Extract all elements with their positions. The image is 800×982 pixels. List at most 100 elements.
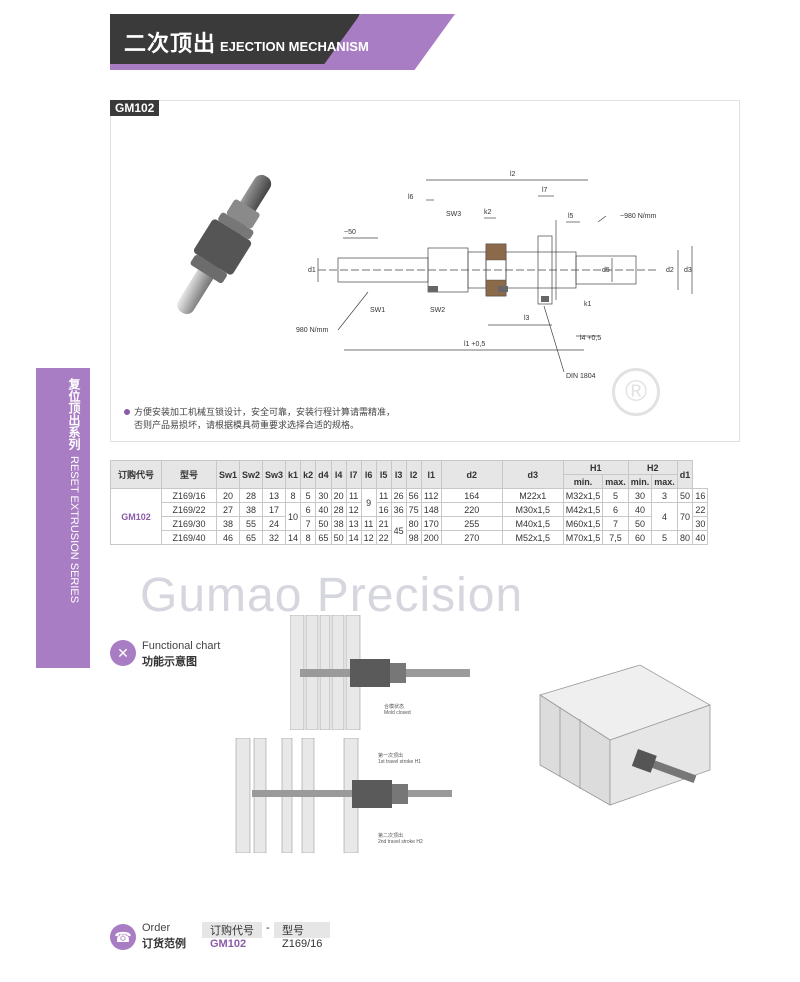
technical-drawing: l2 l6 l7 SW3 k2 l5 ~980 N/mm ~50 d1 d5 d… xyxy=(296,171,693,380)
table-cell: M40x1,5 xyxy=(501,516,564,531)
table-cell: 50 xyxy=(676,488,694,503)
th-l2: l2 xyxy=(405,460,422,489)
table-cell: 270 xyxy=(440,530,503,545)
table-cell: M60x1,5 xyxy=(562,516,604,531)
side-tab-en: RESET EXTRUSION SERIES xyxy=(68,456,80,604)
table-cell: 55 xyxy=(239,516,264,531)
table-cell: 20 xyxy=(215,488,241,503)
note-line1: 方便安装加工机械互锁设计，安全可靠，安装行程计算请需精准， xyxy=(134,407,396,417)
table-cell: 65 xyxy=(315,530,332,545)
table-cell: 200 xyxy=(420,530,442,545)
title-cn: 二次顶出 xyxy=(124,31,217,56)
th-l7: l7 xyxy=(345,460,362,489)
bullet-icon xyxy=(124,409,130,415)
th-h1-min: min. xyxy=(562,474,604,489)
table-cell: 27 xyxy=(215,502,241,517)
table-cell: 12 xyxy=(345,502,362,517)
table-cell: 45 xyxy=(390,516,407,545)
table-cell: 7 xyxy=(602,516,629,531)
table-cell: 4 xyxy=(651,502,678,531)
th-k1: k1 xyxy=(285,460,302,489)
th-h1-max: max. xyxy=(602,474,629,489)
th-l6: l6 xyxy=(360,460,377,489)
model-tag: GM102 xyxy=(110,100,160,116)
table-cell: 65 xyxy=(239,530,264,545)
banner-dark xyxy=(110,14,360,70)
table-cell: 75 xyxy=(405,502,422,517)
th-l4: l4 xyxy=(330,460,347,489)
svg-text:l4 +0,5: l4 +0,5 xyxy=(580,335,601,342)
cap-closed-en: Mold closed xyxy=(384,710,411,716)
cap-stroke1-en: 1st travel stroke H1 xyxy=(378,759,422,765)
registered-watermark: ® xyxy=(612,368,660,416)
order-model-block: 型号 Z169/16 xyxy=(274,922,331,950)
svg-text:l3: l3 xyxy=(524,315,530,322)
table-cell: 46 xyxy=(215,530,241,545)
table-cell: 12 xyxy=(360,530,377,545)
table-cell: 80 xyxy=(405,516,422,531)
order-dash: - xyxy=(266,922,270,934)
product-photo xyxy=(177,174,272,315)
th-d4: d4 xyxy=(315,460,332,489)
table-cell: 17 xyxy=(262,502,287,517)
svg-text:DIN 1804: DIN 1804 xyxy=(566,373,596,380)
svg-text:~50: ~50 xyxy=(344,229,356,236)
table-cell: 40 xyxy=(627,502,653,517)
table-cell: 148 xyxy=(420,502,442,517)
svg-text:d5: d5 xyxy=(602,267,610,274)
side-tab: 复位顶出系列RESET EXTRUSION SERIES xyxy=(36,368,90,668)
th-sw2: Sw2 xyxy=(239,460,264,489)
banner-underline xyxy=(110,64,345,70)
table-cell: 13 xyxy=(262,488,287,503)
svg-text:980 N/mm: 980 N/mm xyxy=(296,327,328,334)
table-cell: 24 xyxy=(262,516,287,531)
functional-title-cn: 功能示意图 xyxy=(142,656,197,668)
side-tab-text: 复位顶出系列RESET EXTRUSION SERIES xyxy=(66,378,83,603)
table-cell: M52x1,5 xyxy=(501,530,564,545)
th-l1: l1 xyxy=(420,460,442,489)
th-h2-max: max. xyxy=(651,474,678,489)
table-cell: 5 xyxy=(602,488,629,503)
table-cell: 14 xyxy=(285,530,302,545)
svg-text:d1: d1 xyxy=(308,267,316,274)
table-cell: 16 xyxy=(692,488,709,503)
title-en: EJECTION MECHANISM xyxy=(220,39,369,54)
table-cell: 40 xyxy=(315,502,332,517)
th-order: 订购代号 xyxy=(110,460,162,489)
svg-text:SW3: SW3 xyxy=(446,211,461,218)
table-cell: 164 xyxy=(440,488,503,503)
table-cell: 11 xyxy=(360,516,377,531)
table-cell: 22 xyxy=(692,502,709,517)
table-cell: 255 xyxy=(440,516,503,531)
table-cell: 6 xyxy=(300,502,317,517)
th-h2: H2 xyxy=(627,460,678,475)
table-cell: 50 xyxy=(627,516,653,531)
table-cell: 26 xyxy=(390,488,407,503)
note-line2: 否则产品易损坏，请根据模具荷重要求选择合适的规格。 xyxy=(134,420,360,430)
table-cell: 50 xyxy=(330,530,347,545)
phone-icon: ☎ xyxy=(110,924,136,950)
svg-text:d3: d3 xyxy=(684,267,692,274)
order-title-cn: 订货范例 xyxy=(142,938,186,950)
spec-table: 订购代号 型号 Sw1 Sw2 Sw3 k1 k2 d4 l4 l7 l6 l5… xyxy=(110,460,709,545)
table-cell: Z169/16 xyxy=(161,488,217,503)
functional-diagram-closed xyxy=(290,615,470,730)
table-cell: 8 xyxy=(285,488,302,503)
table-cell: 16 xyxy=(375,502,392,517)
cap-closed-cn: 合模状态 xyxy=(384,704,405,710)
th-k2: k2 xyxy=(300,460,317,489)
table-cell: 7 xyxy=(300,516,317,531)
table-cell: 60 xyxy=(627,530,653,545)
table-cell: 7,5 xyxy=(602,530,629,545)
mold-illustration xyxy=(539,664,711,806)
th-d1: d1 xyxy=(676,460,694,489)
table-cell: 36 xyxy=(390,502,407,517)
order-code-block: 订购代号 GM102 xyxy=(202,922,262,950)
svg-text:SW1: SW1 xyxy=(370,307,385,314)
table-cell: Z169/40 xyxy=(161,530,217,545)
functional-diagram-stroke xyxy=(235,738,452,853)
